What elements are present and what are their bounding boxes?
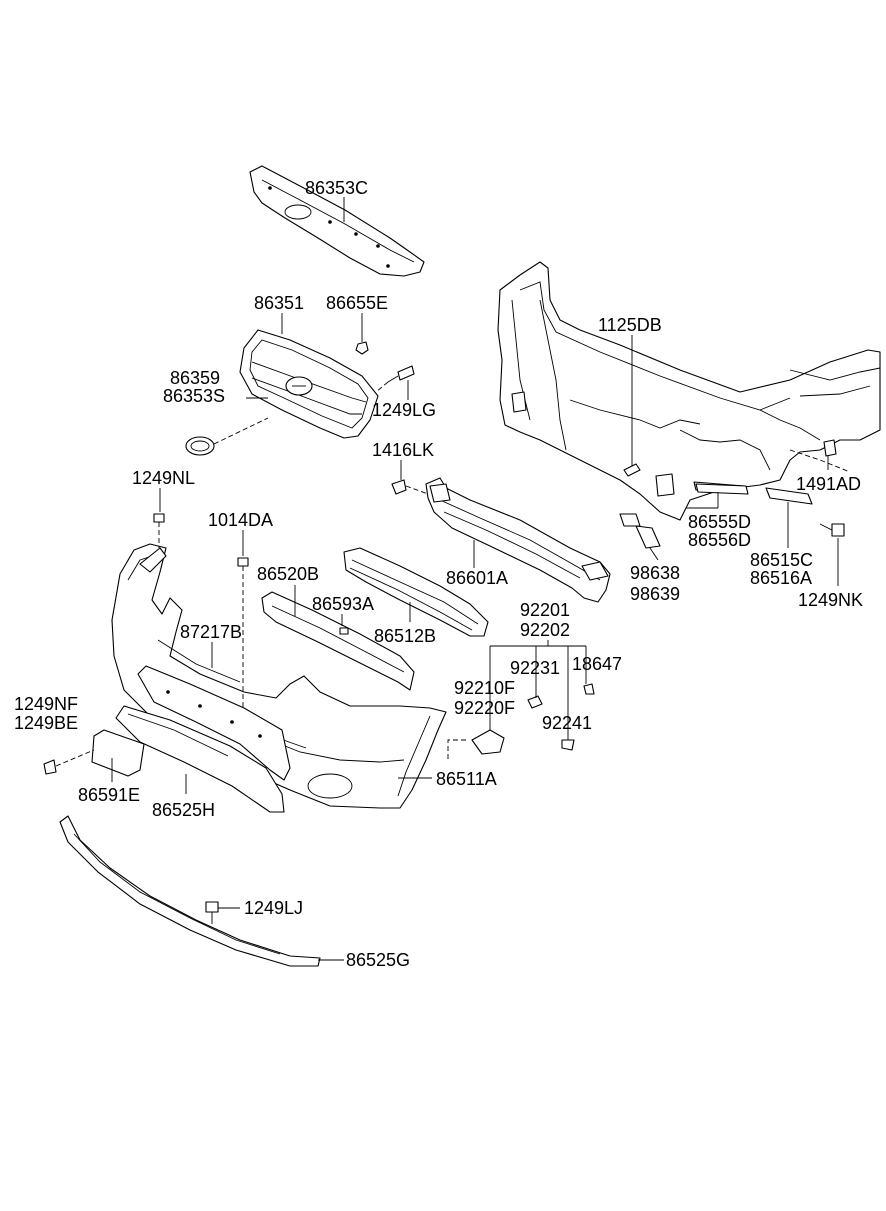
label-86520B: 86520B bbox=[257, 564, 319, 584]
label-87217B: 87217B bbox=[180, 622, 242, 642]
grille-upper-cover[interactable] bbox=[249, 165, 425, 277]
label-1249NK: 1249NK bbox=[798, 590, 863, 610]
fog-lamp[interactable] bbox=[471, 729, 505, 755]
label-86525G: 86525G bbox=[346, 950, 410, 970]
bumper-lower-insert[interactable] bbox=[115, 705, 285, 813]
lower-beam-bracket[interactable] bbox=[261, 591, 415, 691]
bumper-lip[interactable] bbox=[59, 815, 321, 967]
label-92202: 92202 bbox=[520, 620, 570, 640]
grille-nut[interactable] bbox=[355, 341, 369, 355]
label-1249LJ: 1249LJ bbox=[244, 898, 303, 918]
bumper-screw-left[interactable] bbox=[43, 759, 57, 775]
label-92220F: 92220F bbox=[454, 698, 515, 718]
radiator-grille[interactable] bbox=[239, 329, 379, 439]
grille-screw[interactable] bbox=[387, 365, 415, 383]
bracket-upper-side[interactable] bbox=[695, 483, 749, 495]
label-92231: 92231 bbox=[510, 658, 560, 678]
fog-clip[interactable] bbox=[583, 683, 595, 695]
fog-bulb[interactable] bbox=[527, 695, 543, 709]
label-1416LK: 1416LK bbox=[372, 440, 434, 460]
label-92201: 92201 bbox=[520, 600, 570, 620]
lower-grille[interactable] bbox=[343, 547, 489, 637]
lip-screw[interactable] bbox=[205, 901, 219, 924]
label-86351: 86351 bbox=[254, 293, 304, 313]
label-92241: 92241 bbox=[542, 713, 592, 733]
grille-clip[interactable] bbox=[339, 627, 349, 635]
bumper-lower-pad[interactable] bbox=[137, 665, 291, 781]
label-86525H: 86525H bbox=[152, 800, 215, 820]
label-86593A: 86593A bbox=[312, 594, 374, 614]
beam-screw[interactable] bbox=[391, 479, 407, 495]
label-86353C: 86353C bbox=[305, 178, 368, 198]
label-86353S: 86353S bbox=[163, 386, 225, 406]
leader-lines bbox=[111, 197, 839, 961]
label-98638: 98638 bbox=[630, 563, 680, 583]
label-86556D: 86556D bbox=[688, 530, 751, 550]
part-labels: 86353C 86351 86655E 1125DB 86359 86353S … bbox=[14, 178, 863, 970]
label-86515C: 86515C bbox=[750, 550, 813, 570]
fog-cover[interactable] bbox=[561, 739, 575, 751]
label-1014DA: 1014DA bbox=[208, 510, 273, 530]
label-86359: 86359 bbox=[170, 368, 220, 388]
side-screw[interactable] bbox=[819, 523, 845, 537]
bracket-side[interactable] bbox=[765, 487, 813, 505]
label-86555D: 86555D bbox=[688, 512, 751, 532]
label-1249LG: 1249LG bbox=[372, 400, 436, 420]
label-1249BE: 1249BE bbox=[14, 713, 78, 733]
label-1249NF: 1249NF bbox=[14, 694, 78, 714]
label-1491AD: 1491AD bbox=[796, 474, 861, 494]
label-86591E: 86591E bbox=[78, 785, 140, 805]
label-86516A: 86516A bbox=[750, 568, 812, 588]
module-clip[interactable] bbox=[823, 439, 837, 457]
bumper-beam[interactable] bbox=[425, 477, 611, 603]
label-18647: 18647 bbox=[572, 654, 622, 674]
label-1249NL: 1249NL bbox=[132, 468, 195, 488]
washer-nozzle[interactable] bbox=[619, 513, 661, 549]
label-92210F: 92210F bbox=[454, 678, 515, 698]
label-86655E: 86655E bbox=[326, 293, 388, 313]
label-86511A: 86511A bbox=[436, 769, 497, 789]
label-86601A: 86601A bbox=[446, 568, 508, 588]
label-1125DB: 1125DB bbox=[598, 315, 662, 335]
label-86512B: 86512B bbox=[374, 626, 436, 646]
hyundai-emblem[interactable] bbox=[185, 436, 215, 456]
license-bracket[interactable] bbox=[91, 729, 145, 777]
bumper-screw-top[interactable] bbox=[153, 513, 165, 523]
label-98639: 98639 bbox=[630, 584, 680, 604]
bumper-screw-center[interactable] bbox=[237, 557, 249, 567]
